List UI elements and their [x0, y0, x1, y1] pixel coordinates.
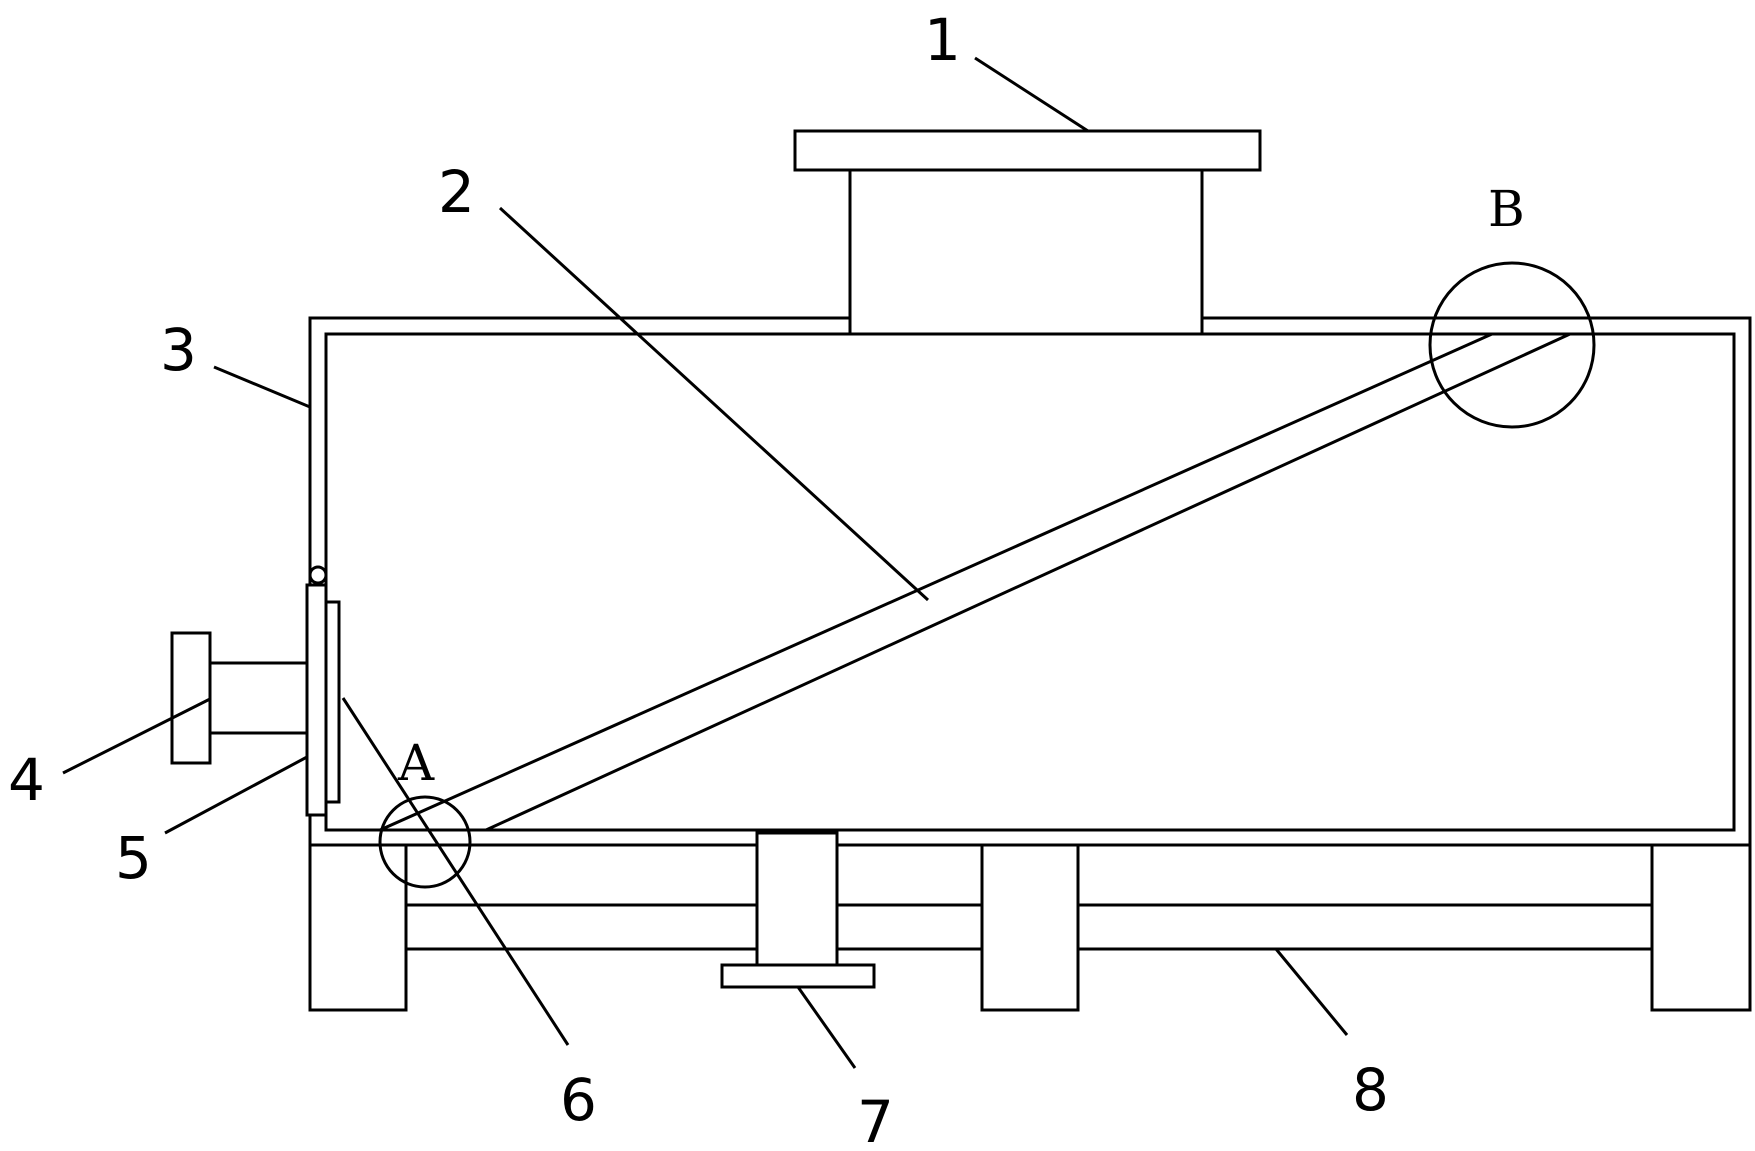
- label-4: 4: [8, 746, 45, 814]
- support-foot-left: [308, 843, 408, 1012]
- leader-7: [796, 986, 857, 1069]
- leader-3: [213, 365, 311, 409]
- side-door: [305, 565, 341, 817]
- inclined-plate: [379, 332, 1571, 832]
- detail-circle-b: [1428, 261, 1596, 429]
- detail-label-a: A: [397, 734, 435, 792]
- detail-labels: A B: [397, 180, 1525, 792]
- support-feet: [308, 843, 1752, 1012]
- label-6: 6: [560, 1066, 597, 1134]
- leader-8: [1274, 948, 1349, 1036]
- detail-label-b: B: [1488, 180, 1525, 238]
- side-outlet: [170, 631, 309, 765]
- support-foot-right: [1650, 843, 1752, 1012]
- door-panel: [305, 583, 328, 817]
- detail-circle-a: [378, 795, 472, 889]
- support-foot-middle: [980, 843, 1080, 1012]
- top-inlet: [793, 129, 1262, 336]
- door-inner-panel: [324, 600, 341, 804]
- leader-5: [164, 755, 308, 835]
- outlet-pipe: [208, 661, 309, 735]
- bottom-discharge: [720, 831, 876, 989]
- label-7: 7: [857, 1088, 894, 1151]
- part-labels: 1 2 3 4 5 6 7 8: [8, 6, 1389, 1151]
- outlet-flange: [170, 631, 212, 765]
- discharge-pipe: [755, 831, 839, 967]
- inlet-neck: [848, 168, 1204, 336]
- label-5: 5: [115, 824, 152, 892]
- label-2: 2: [438, 158, 475, 226]
- leader-1: [974, 56, 1089, 133]
- leader-4: [62, 697, 211, 775]
- leader-2: [498, 206, 930, 602]
- hinge-icon: [308, 565, 328, 585]
- detail-circles: [378, 261, 1596, 889]
- label-8: 8: [1352, 1056, 1389, 1124]
- discharge-flange: [720, 963, 876, 989]
- leader-lines: [62, 56, 1349, 1069]
- label-3: 3: [160, 316, 197, 384]
- label-1: 1: [924, 6, 961, 74]
- inlet-flange: [793, 129, 1262, 172]
- leader-6: [341, 697, 570, 1046]
